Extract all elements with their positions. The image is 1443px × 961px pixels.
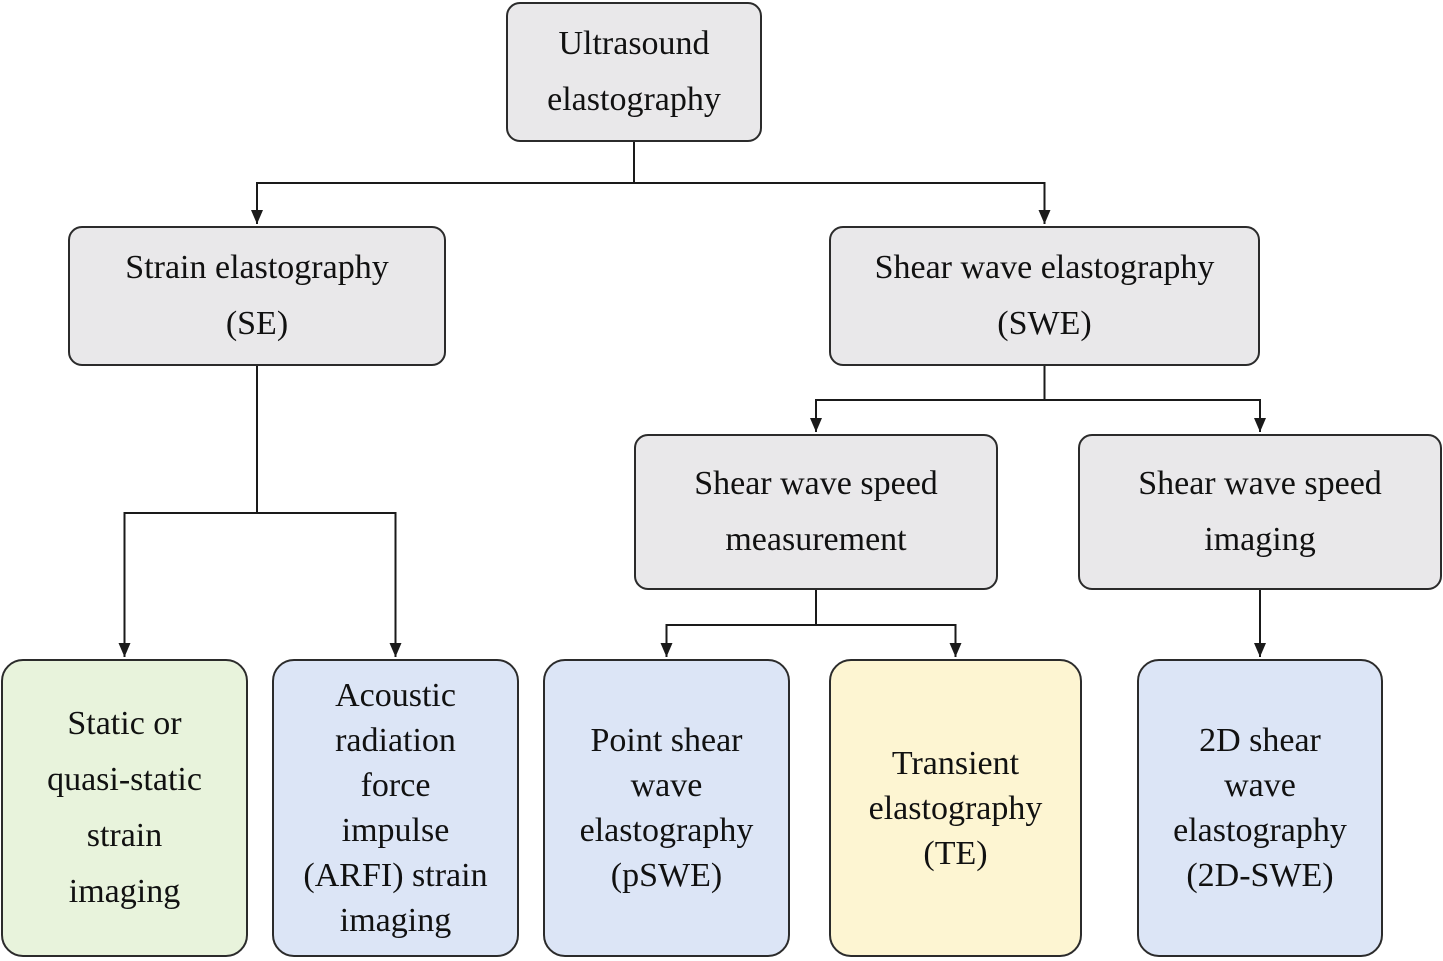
node-label-line: elastography [1173, 812, 1347, 849]
node-label-line: (pSWE) [610, 857, 723, 894]
node-label-line: Transient [891, 744, 1020, 782]
connector-root-to-swe [633, 142, 1051, 224]
connector-swe-to-sws_imaging [1043, 366, 1266, 432]
node-label-line: 2D shear [1199, 722, 1321, 759]
node-label-line: (SE) [225, 305, 289, 342]
node-arfi-strain-imaging: Acoustic radiation force impulse (ARFI) … [272, 659, 519, 957]
node-2d-shear-wave-elastography: 2D shear wave elastography (2D-SWE) [1137, 659, 1383, 957]
node-shear-wave-elastography: Shear wave elastography (SWE) [829, 226, 1260, 366]
node-point-shear-wave-elastography: Point shear wave elastography (pSWE) [543, 659, 790, 957]
node-label-line: Static or [67, 705, 182, 742]
node-label-line: Strain elastography [125, 249, 389, 286]
node-label-line: quasi-static [47, 761, 202, 798]
node-shear-wave-speed-imaging: Shear wave speed imaging [1078, 434, 1442, 590]
node-label-line: Shear wave speed [1138, 465, 1382, 502]
connector-se-to-arfi [256, 366, 402, 657]
node-label-line: (SWE) [997, 305, 1092, 342]
node-label-line: Acoustic [335, 677, 456, 714]
node-label-line: Shear wave speed [694, 465, 938, 502]
node-label-line: wave [630, 767, 703, 804]
connector-sws_measurement-to-te [815, 590, 962, 657]
node-label-line: impulse [341, 812, 450, 849]
node-label-line: elastography [547, 81, 721, 118]
connector-swe-to-sws_measurement [810, 366, 1046, 432]
node-label-line: radiation [335, 722, 456, 759]
node-label-line: (TE) [923, 834, 988, 872]
node-shear-wave-speed-measurement: Shear wave speed measurement [634, 434, 998, 590]
node-transient-elastography: Transient elastography (TE) [829, 659, 1082, 957]
node-label-line: Shear wave elastography [874, 249, 1215, 286]
node-label-line: (2D-SWE) [1186, 857, 1334, 894]
connector-root-to-se [251, 142, 635, 224]
node-label-line: force [360, 767, 431, 804]
node-label-line: imaging [1204, 521, 1316, 558]
node-label-line: elastography [579, 812, 754, 849]
node-strain-elastography: Strain elastography (SE) [68, 226, 446, 366]
node-label-line: imaging [68, 873, 181, 910]
node-label-line: strain [86, 817, 163, 854]
connector-se-to-static_strain [118, 366, 258, 657]
node-label-line: Point shear [590, 722, 743, 759]
node-label-line: elastography [868, 789, 1043, 827]
node-ultrasound-elastography: Ultrasound elastography [506, 2, 762, 142]
node-static-strain-imaging: Static or quasi-static strain imaging [1, 659, 248, 957]
node-label-line: measurement [725, 521, 907, 558]
node-label-line: imaging [339, 902, 452, 939]
node-label-line: wave [1224, 767, 1296, 804]
connector-sws_measurement-to-pswe [660, 590, 817, 657]
node-label-line: Ultrasound [558, 25, 710, 62]
node-label-line: (ARFI) strain [303, 857, 488, 894]
